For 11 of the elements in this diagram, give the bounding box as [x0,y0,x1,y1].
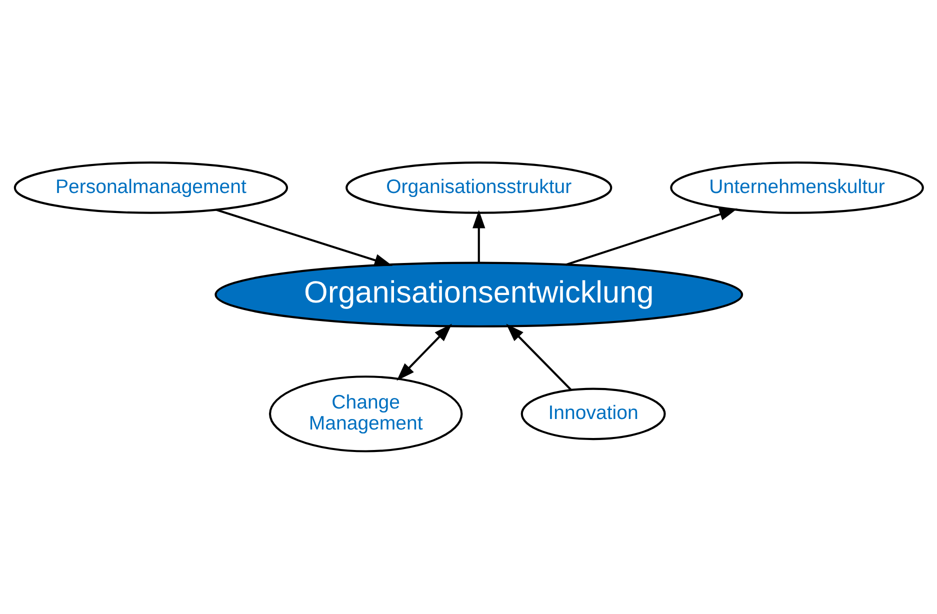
node-ellipse: Innovation [520,388,666,440]
node-ellipse: Organisationsstruktur [345,162,612,214]
node-ellipse: Personalmanagement [13,162,288,214]
node-ellipse: Unternehmenskultur [670,162,924,214]
arrow [215,208,392,266]
arrow [565,208,738,266]
node-ellipse: Change Management [268,376,462,452]
arrow [472,210,485,263]
node-ellipse: Organisationsentwicklung [214,262,743,328]
arrow [396,324,452,381]
arrow [506,324,572,391]
